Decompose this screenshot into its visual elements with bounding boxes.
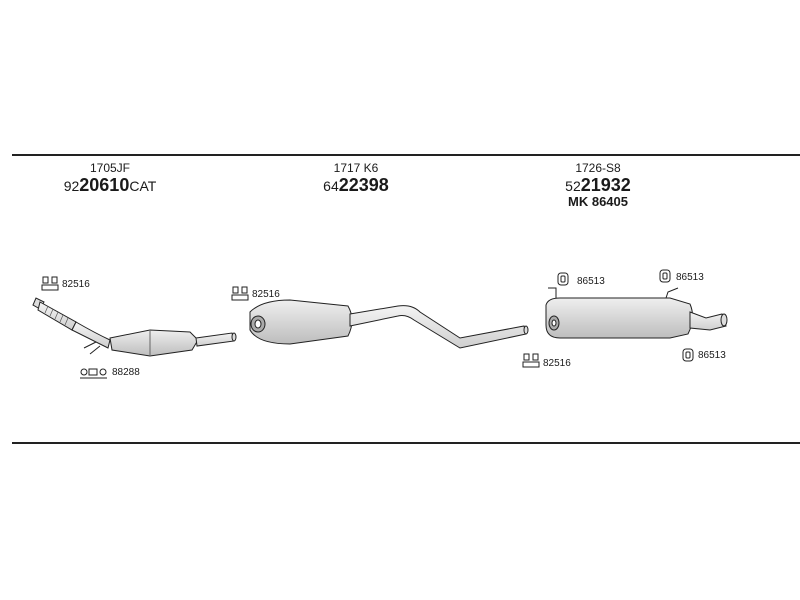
section-1-pn-suffix: CAT: [129, 178, 157, 194]
section-2-part-number: 6422398: [323, 175, 389, 196]
hanger-icon: [682, 348, 694, 362]
callout-clamp-rear: 82516: [543, 358, 571, 369]
section-3-pn-main: 21932: [580, 175, 631, 195]
callout-hanger-rear-bottom: 86513: [698, 350, 726, 361]
section-2-pn-prefix: 64: [323, 178, 339, 194]
clamp-icon: [231, 286, 249, 301]
rear-silencer: [545, 287, 728, 339]
clamp-icon: [41, 276, 59, 291]
section-1-code: 1705JF: [89, 161, 131, 175]
callout-clamp-front: 82516: [62, 279, 90, 290]
callout-clamp-middle: 82516: [252, 289, 280, 300]
section-3-code: 1726-S8: [575, 161, 621, 175]
section-1-pn-main: 20610: [79, 175, 130, 195]
bottom-divider: [12, 442, 800, 444]
flex-section-icon: [44, 305, 69, 326]
hanger-icon: [557, 272, 569, 286]
section-3-part-number: 5221932: [565, 175, 631, 196]
callout-mount-front: 88288: [112, 367, 140, 378]
middle-silencer: [249, 299, 529, 349]
section-1-part-number: 9220610CAT: [64, 175, 157, 196]
section-2-code: 1717 K6: [333, 161, 379, 175]
front-pipe-catalyst: [32, 297, 237, 357]
mount-rubber-icon: [80, 368, 107, 379]
top-divider: [12, 154, 800, 156]
clamp-icon: [522, 353, 540, 368]
hanger-icon: [659, 269, 671, 283]
section-3-pn-prefix: 52: [565, 178, 581, 194]
section-1-pn-prefix: 92: [63, 178, 80, 194]
section-2-pn-main: 22398: [338, 175, 389, 195]
callout-hanger-rear-left: 86513: [577, 276, 605, 287]
section-3-mounting-kit: MK 86405: [568, 194, 628, 209]
callout-hanger-rear-top: 86513: [676, 272, 704, 283]
